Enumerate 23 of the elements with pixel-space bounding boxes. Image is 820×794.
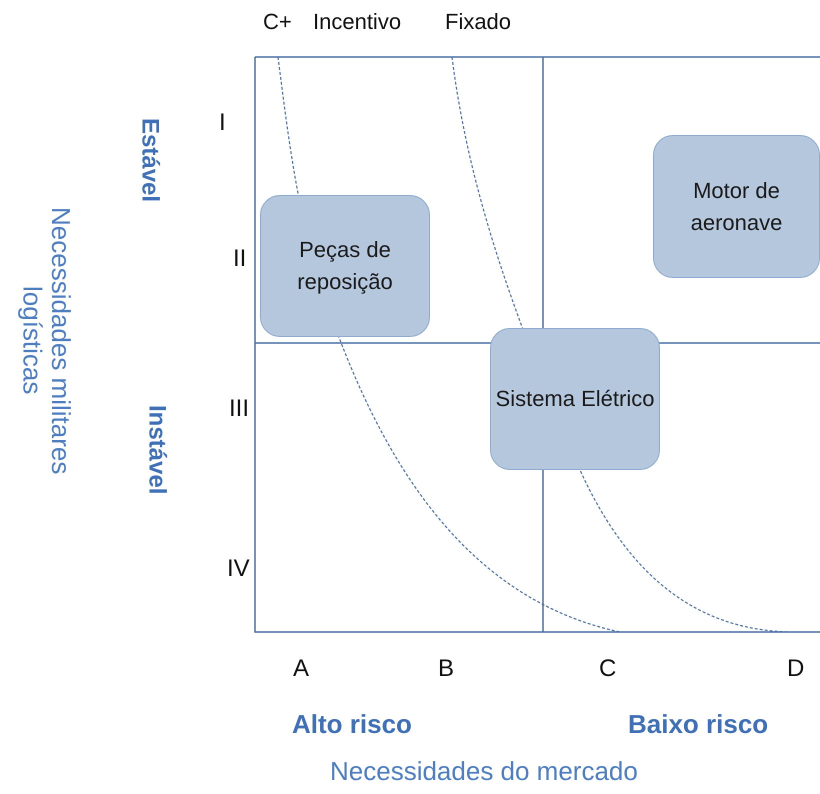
axis-heading: C+	[263, 10, 292, 34]
axis-heading: Fixado	[445, 10, 512, 34]
column-letter: D	[787, 656, 804, 682]
box-label: Peças de reposição	[296, 236, 394, 296]
column-letter: A	[293, 656, 310, 682]
rounded-box	[653, 135, 820, 278]
rounded-box	[490, 328, 660, 470]
column-letter: B	[438, 656, 454, 682]
axis-heading: Incentivo	[313, 10, 402, 34]
row-numeral: III	[229, 396, 250, 422]
rounded-box	[260, 195, 430, 337]
box-label: Sistema Elétrico	[496, 385, 654, 414]
axis-category: Instável	[143, 405, 170, 494]
row-numeral: IV	[227, 556, 250, 582]
axis-title: Necessidades do mercado	[330, 757, 638, 786]
box-label: Motor de aeronave	[690, 176, 784, 236]
axis-category: Estável	[136, 118, 162, 202]
column-letter: C	[599, 656, 616, 682]
row-numeral: I	[219, 110, 226, 136]
axis-category: Baixo risco	[628, 710, 768, 739]
row-numeral: II	[233, 246, 246, 272]
axis-category: Alto risco	[292, 710, 412, 739]
axis-title: Necessidades militares logísticas	[18, 206, 76, 476]
